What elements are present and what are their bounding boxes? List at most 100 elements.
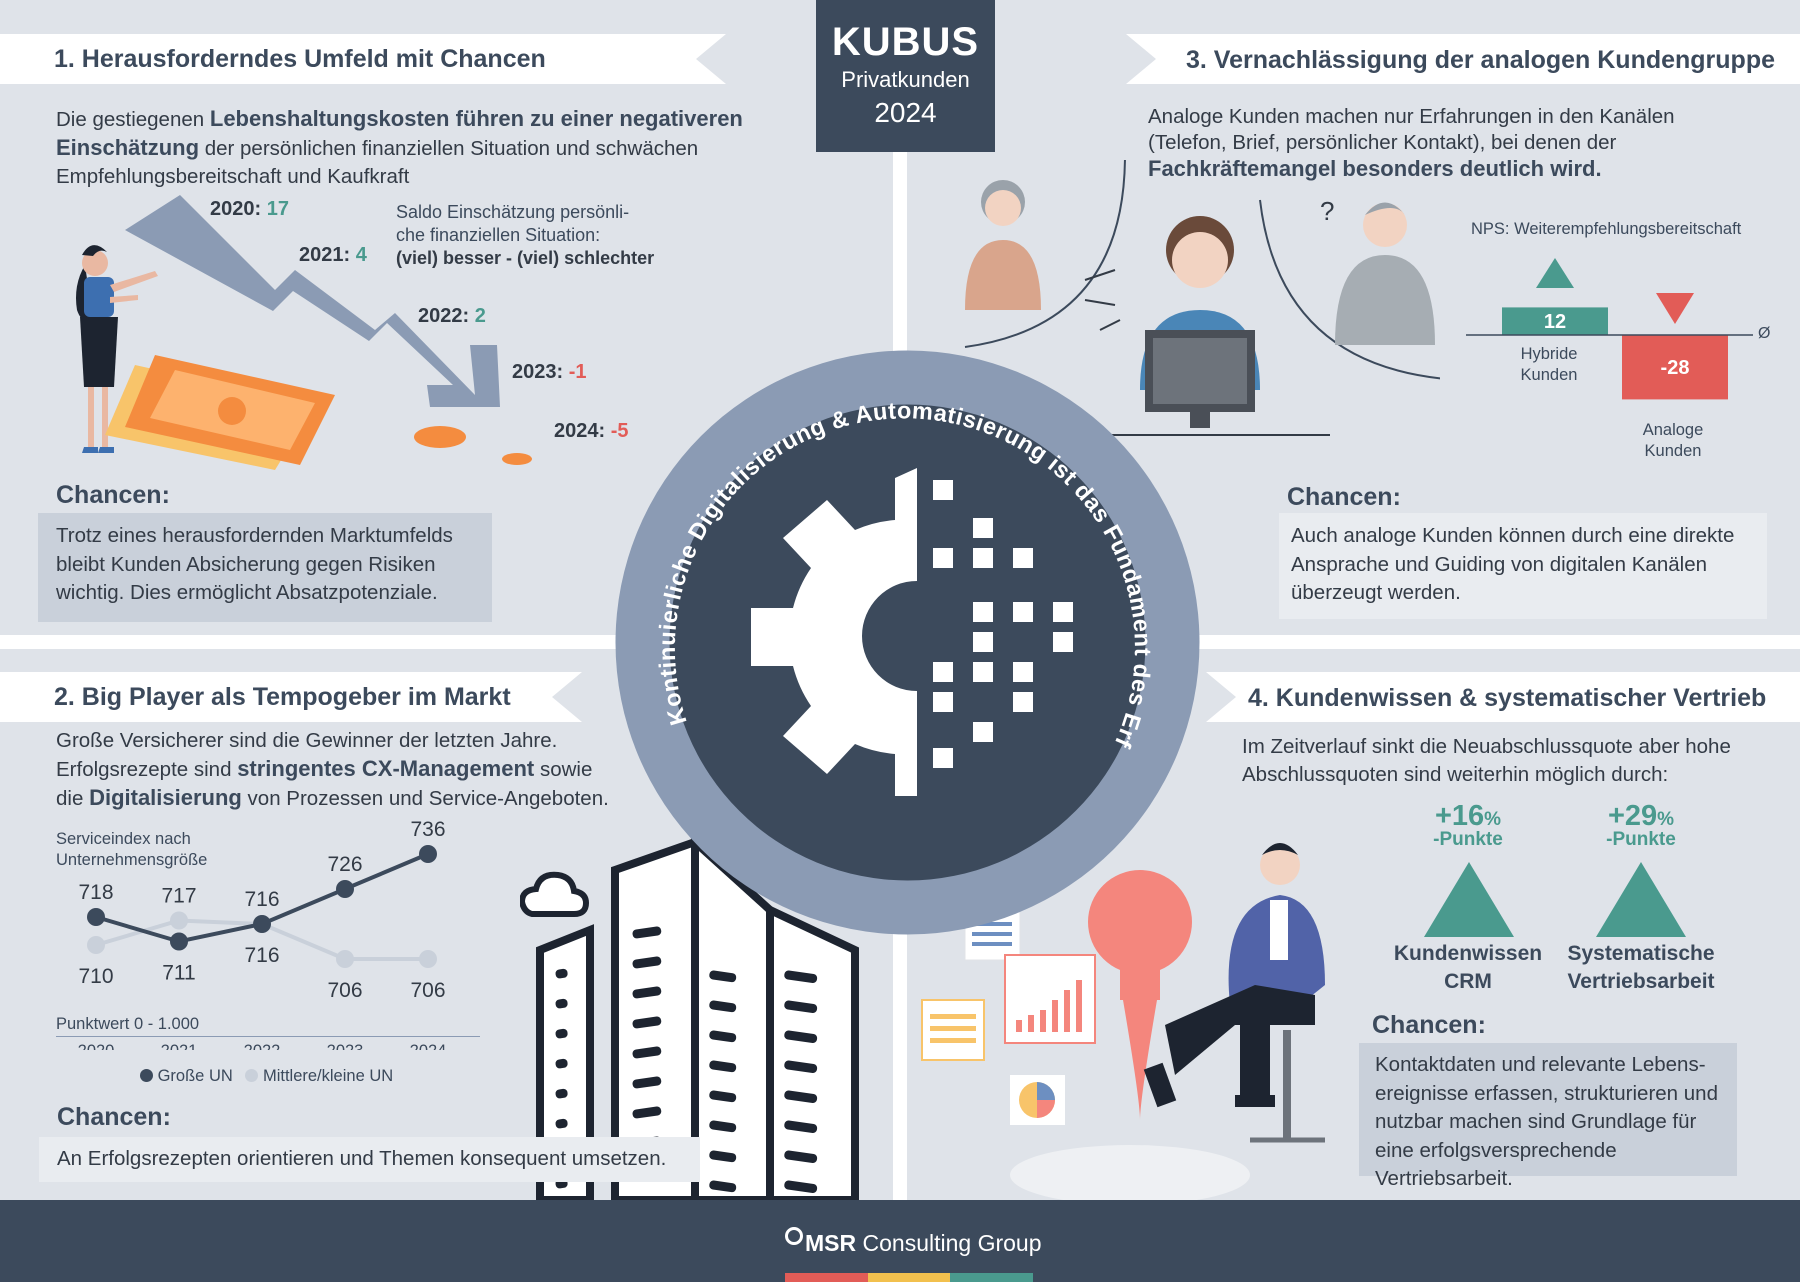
q3-ribbon	[1126, 34, 1800, 84]
q3-chancen-box: Auch analoge Kunden können durch eine di…	[1279, 513, 1767, 619]
nps-bar-0	[1502, 307, 1608, 335]
series-label-1-4: 706	[410, 979, 445, 1002]
nps-value-1: -28	[1661, 357, 1690, 379]
woman-illustration	[76, 245, 158, 453]
people-illustration: ?	[964, 160, 1440, 436]
building-window	[632, 1016, 662, 1029]
stat2-value: +29	[1607, 800, 1658, 832]
series-label-0-2: 716	[244, 888, 279, 911]
kubus-year: 2024	[874, 97, 937, 128]
building-window	[632, 1106, 662, 1119]
pixel-square	[1013, 602, 1033, 622]
building-window	[555, 1028, 568, 1039]
q1-label-2022: 2022: 2	[418, 305, 486, 327]
pixel-square	[1013, 662, 1033, 682]
service-index-chart: 7187117167267367107177167067062020202120…	[78, 820, 447, 1050]
pixel-square	[933, 692, 953, 712]
pixel-square	[1053, 602, 1073, 622]
series-point-0-3	[336, 880, 354, 898]
q1-title: 1. Herausforderndes Umfeld mit Chancen	[54, 45, 546, 73]
q2-line3: die Digitalisierung von Prozessen und Se…	[56, 785, 609, 810]
building-window	[555, 968, 568, 979]
series-point-1-4	[419, 950, 437, 968]
pixel-square	[1013, 692, 1033, 712]
building-window	[784, 1030, 818, 1043]
series-label-1-3: 706	[327, 979, 362, 1002]
decline-arrow	[125, 195, 500, 407]
legend-mittel: Mittlere/kleine UN	[262, 1067, 394, 1085]
money-illustration	[105, 355, 532, 470]
digital-pixels-icon	[933, 480, 1073, 768]
q2-title: 2. Big Player als Tempogeber im Markt	[54, 683, 511, 711]
nps-down-arrow-icon	[1656, 293, 1694, 324]
series-label-0-3: 726	[327, 853, 362, 876]
x-tick-2023: 2023	[327, 1042, 364, 1050]
q2-text: Große Versicherer sind die Gewinner der …	[56, 727, 706, 813]
q1-text-hl: Lebenshaltungskosten führen zu einer neg…	[56, 106, 743, 160]
series-point-0-1	[170, 932, 188, 951]
legend-dot-gross	[140, 1069, 153, 1082]
q2-chancen-box: An Erfolgsrezepten orientieren und Theme…	[39, 1137, 700, 1182]
series-label-0-1: 711	[162, 962, 195, 985]
series-label-1-1: 717	[161, 885, 196, 908]
stat2-triangle	[1596, 862, 1686, 937]
building-window	[784, 1090, 818, 1103]
q3-text-a: Analoge Kunden machen nur Erfahrungen in…	[1148, 105, 1675, 154]
series-point-0-0	[87, 908, 105, 926]
q1-text: Die gestiegenen Lebenshaltungskosten füh…	[56, 105, 756, 191]
q2-punktwert: Punktwert 0 - 1.000	[56, 1015, 200, 1033]
building-window	[555, 998, 568, 1009]
q1-label-2020: 2020: 17	[210, 198, 289, 220]
q2-axis-line	[56, 1036, 480, 1037]
stat1-triangle	[1424, 862, 1514, 937]
pixel-square	[933, 480, 953, 500]
building-window	[632, 1046, 662, 1059]
svg-text:?: ?	[1320, 196, 1334, 226]
building-window	[709, 1150, 737, 1163]
building-window	[632, 926, 662, 939]
q1-chancen-box: Trotz eines herausfordernden Marktumfeld…	[38, 513, 492, 622]
pixel-square	[973, 662, 993, 682]
nps-diameter: Ø	[1758, 325, 1771, 342]
nps-up-arrow-icon	[1536, 258, 1574, 288]
building-window	[784, 1180, 818, 1193]
gear-icon	[751, 468, 917, 796]
series-label-1-0: 710	[78, 965, 113, 988]
q2-line1: Große Versicherer sind die Gewinner der …	[56, 729, 558, 752]
pixel-square	[933, 662, 953, 682]
nps-title: NPS: Weiterempfehlungsbereitschaft	[1471, 220, 1742, 238]
pixel-square	[933, 548, 953, 568]
q4-ribbon	[1206, 672, 1800, 722]
nps-chart: 12-28	[1466, 258, 1753, 400]
footer-brand-rest: Consulting Group	[862, 1230, 1042, 1256]
q1-label-2021: 2021: 4	[299, 244, 367, 266]
q1-text-b: der persönlichen finanziellen Situation …	[56, 137, 699, 188]
q1-label-2024: 2024: -5	[554, 420, 629, 442]
x-tick-2022: 2022	[244, 1042, 281, 1050]
q4-stat1: +16% -Punkte	[1398, 800, 1538, 851]
building-window	[709, 1090, 737, 1103]
kubus-brand: KUBUS	[831, 20, 980, 64]
kubus-subtitle: Privatkunden	[841, 67, 970, 92]
stat2-unit: %	[1657, 809, 1675, 830]
q1-text-a: Die gestiegenen	[56, 108, 210, 131]
q4-text: Im Zeitverlauf sinkt die Neuabschlussquo…	[1242, 735, 1731, 786]
pixel-square	[1053, 632, 1073, 652]
business-illustration	[921, 843, 1325, 1200]
pixel-square	[933, 748, 953, 768]
center-emblem: Kontinuierliche Digitalisierung & Automa…	[615, 350, 1200, 935]
building-window	[709, 1180, 737, 1193]
nps-label-hybrid: Hybride Kunden	[1520, 345, 1578, 384]
series-point-0-4	[419, 845, 437, 863]
msr-logo-icon	[785, 1227, 803, 1245]
kubus-badge: KUBUS Privatkunden 2024	[816, 0, 995, 152]
stat1-unit: %	[1484, 809, 1502, 830]
series-label-0-4: 736	[410, 820, 445, 841]
q1-label-2023: 2023: -1	[512, 361, 587, 383]
building-window	[784, 1060, 818, 1073]
building-window	[555, 1088, 568, 1099]
series-point-1-0	[87, 936, 105, 954]
q3-text-hl: Fachkräftemangel besonders deutlich wird…	[1148, 156, 1602, 181]
